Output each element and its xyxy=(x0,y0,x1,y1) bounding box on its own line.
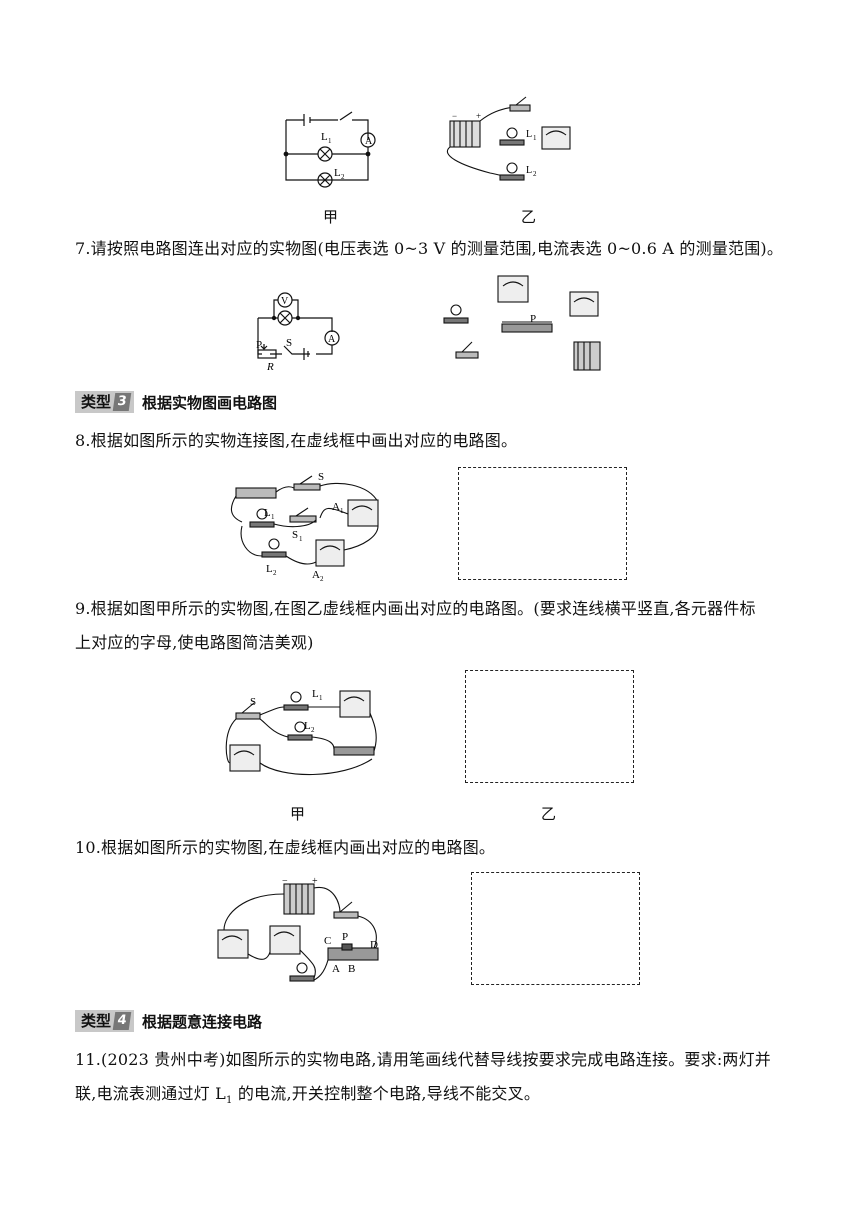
svg-text:P: P xyxy=(256,339,262,351)
svg-text:L: L xyxy=(334,167,341,179)
svg-text:+: + xyxy=(476,111,481,121)
svg-text:L: L xyxy=(266,563,273,575)
q9-caption-yi: 乙 xyxy=(541,805,557,823)
question-9-line1: 9.根据如图甲所示的实物图,在图乙虚线框内画出对应的电路图。(要求连线横平竖直,… xyxy=(75,599,756,618)
svg-text:1: 1 xyxy=(328,137,332,145)
svg-text:R: R xyxy=(266,361,274,373)
svg-text:A: A xyxy=(312,569,320,581)
svg-text:1: 1 xyxy=(299,535,303,543)
svg-text:P: P xyxy=(530,313,536,325)
svg-text:L: L xyxy=(312,688,319,700)
answer-box-q9[interactable] xyxy=(465,670,634,783)
svg-text:L: L xyxy=(321,131,328,143)
svg-text:L: L xyxy=(526,129,532,140)
figure-caption-yi: 乙 xyxy=(521,208,537,226)
figure-caption-jia: 甲 xyxy=(323,208,339,226)
question-7-text: 7.请按照电路图连出对应的实物图(电压表选 0~3 V 的测量范围,电流表选 0… xyxy=(75,239,784,258)
svg-text:S: S xyxy=(318,471,324,483)
svg-text:1: 1 xyxy=(340,507,344,515)
svg-text:+: + xyxy=(312,876,318,887)
svg-text:S: S xyxy=(292,529,298,541)
question-9-line2: 上对应的字母,使电路图简洁美观) xyxy=(75,633,314,652)
svg-text:2: 2 xyxy=(273,569,277,577)
question-11-line1: 11.(2023 贵州中考)如图所示的实物电路,请用笔画线代替导线按要求完成电路… xyxy=(75,1050,772,1069)
svg-text:−: − xyxy=(282,876,288,887)
ammeter-label: A xyxy=(365,136,373,147)
question-11-line2: 联,电流表测通过灯 L1 的电流,开关控制整个电路,导线不能交叉。 xyxy=(75,1084,541,1107)
question-10-text: 10.根据如图所示的实物图,在虚线框内画出对应的电路图。 xyxy=(75,838,496,857)
svg-text:1: 1 xyxy=(319,694,323,702)
svg-text:A: A xyxy=(328,334,336,345)
svg-text:A: A xyxy=(332,963,340,975)
svg-text:S: S xyxy=(250,696,256,708)
svg-text:2: 2 xyxy=(311,726,315,734)
svg-text:B: B xyxy=(348,963,355,975)
svg-text:S: S xyxy=(286,337,292,349)
circuit-diagram-q7: V A P S R xyxy=(256,292,340,373)
svg-text:C: C xyxy=(324,935,331,947)
svg-text:P: P xyxy=(342,931,348,943)
svg-text:2: 2 xyxy=(533,170,537,178)
physical-circuit-q10: − + C P D A B xyxy=(217,876,379,982)
svg-text:−: − xyxy=(452,111,457,121)
svg-text:D: D xyxy=(370,939,378,951)
q9-caption-jia: 甲 xyxy=(290,805,306,823)
svg-text:1: 1 xyxy=(533,134,537,142)
svg-text:L: L xyxy=(526,165,532,176)
svg-text:L: L xyxy=(264,507,271,519)
physical-components-q7: P xyxy=(443,275,601,371)
svg-text:2: 2 xyxy=(341,173,345,181)
svg-text:V: V xyxy=(281,296,289,307)
svg-text:2: 2 xyxy=(320,575,324,583)
answer-box-q8[interactable] xyxy=(458,467,627,580)
answer-box-q10[interactable] xyxy=(471,872,640,985)
question-8-text: 8.根据如图所示的实物连接图,在虚线框中画出对应的电路图。 xyxy=(75,431,518,450)
svg-text:1: 1 xyxy=(271,513,275,521)
svg-text:L: L xyxy=(304,720,311,732)
svg-text:A: A xyxy=(332,501,340,513)
